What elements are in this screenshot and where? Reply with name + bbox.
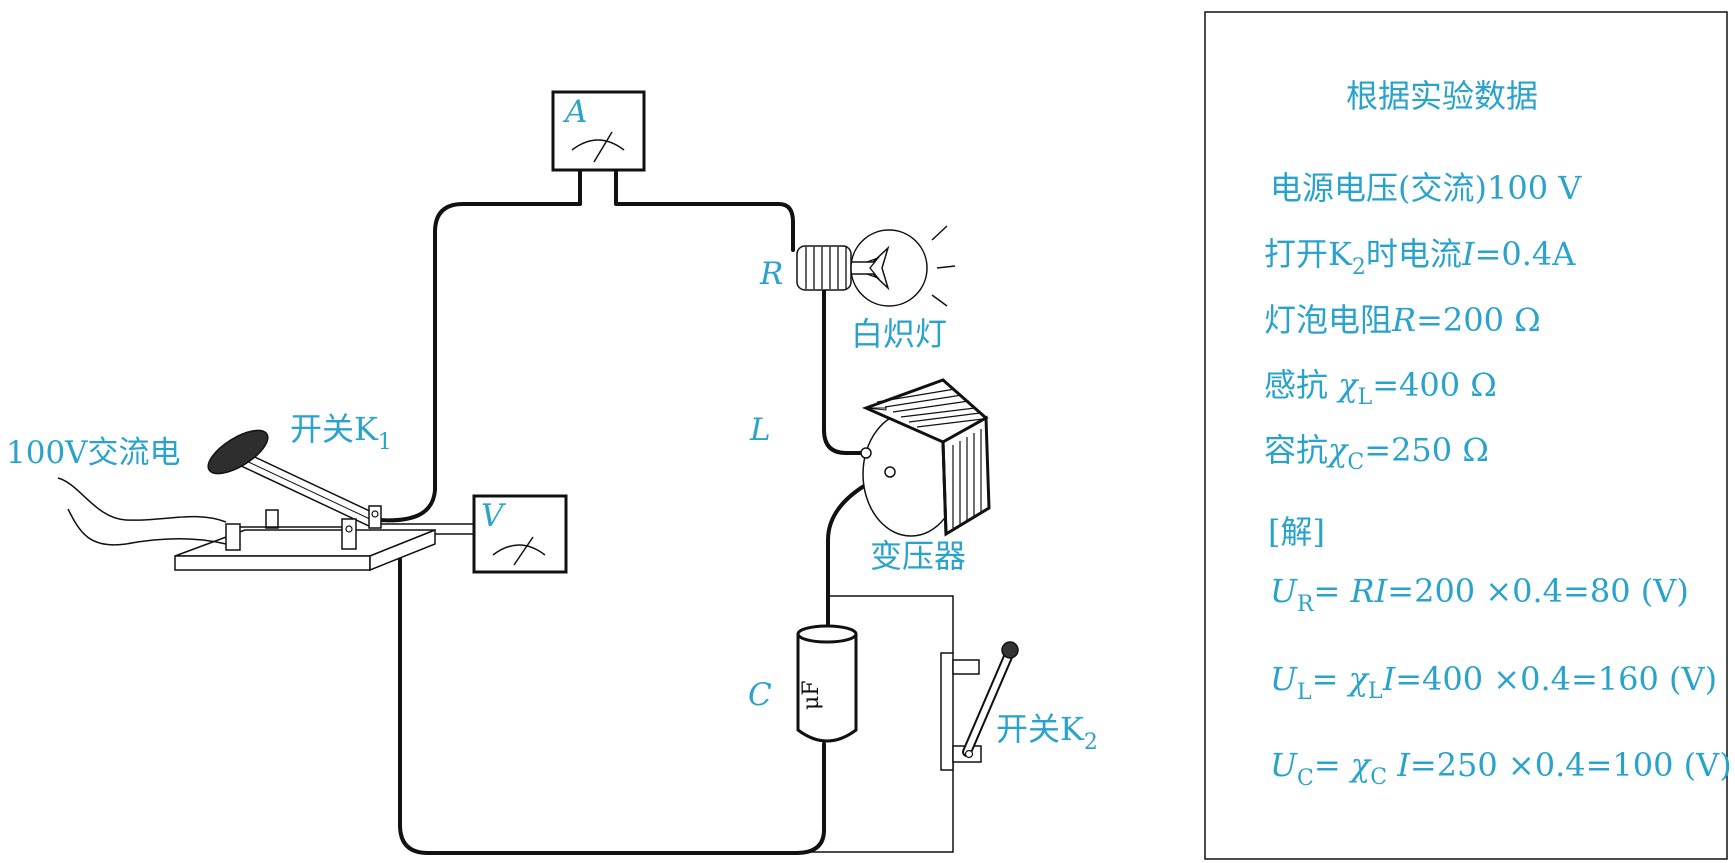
capacitor-unit-label: μF (799, 680, 824, 710)
source-cable (57, 477, 227, 546)
ammeter-label: A (562, 94, 587, 130)
incandescent-bulb (796, 225, 956, 307)
panel-bulb-resistance: 灯泡电阻R=200 Ω (1264, 301, 1541, 339)
panel-current: 打开K2时电流I=0.4A (1264, 235, 1576, 280)
label-transformer: 变压器 (870, 537, 966, 575)
wire-ammeter-to-bulb (614, 170, 795, 252)
ammeter: A (551, 90, 646, 172)
label-bulb: 白炽灯 (851, 315, 947, 353)
wire-switch-to-ammeter (376, 170, 582, 523)
wire-bulb-to-transformer (822, 283, 868, 455)
calculation-panel: 根据实验数据 电源电压(交流)100 V 打开K2时电流I=0.4A 灯泡电阻R… (1204, 11, 1732, 860)
panel-ul-equation: UL= χLI=400 ×0.4=160 (V) (1270, 660, 1717, 705)
transformer (860, 378, 991, 537)
label-r: R (759, 256, 783, 292)
capacitor: μF (796, 624, 858, 743)
panel-ur-equation: UR= RI=200 ×0.4=80 (V) (1270, 572, 1689, 617)
label-switch-k2: 开关K2 (996, 710, 1098, 755)
label-switch-k1: 开关K1 (290, 410, 392, 455)
label-source: 100V交流电 (6, 435, 181, 471)
panel-uc-equation: UC= χC I=250 ×0.4=100 (V) (1270, 746, 1732, 791)
switch-k1 (174, 429, 436, 572)
panel-title: 根据实验数据 (1346, 77, 1538, 115)
switch-k2 (940, 641, 1019, 771)
panel-inductive-reactance: 感抗 χL=400 Ω (1264, 366, 1497, 410)
label-c: C (748, 677, 772, 713)
voltmeter-label: V (481, 498, 507, 534)
panel-solution-heading: [解] (1268, 513, 1325, 551)
label-l: L (749, 412, 771, 448)
panel-source-voltage: 电源电压(交流)100 V (1270, 169, 1582, 207)
voltmeter: V (472, 494, 568, 574)
panel-capacitive-reactance: 容抗χC=250 Ω (1264, 431, 1489, 475)
k2-bypass-wires (810, 595, 954, 853)
